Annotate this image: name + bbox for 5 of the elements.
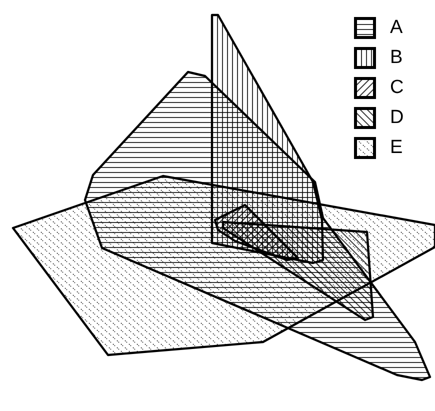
legend-label: D — [390, 108, 404, 128]
legend-label: C — [390, 78, 404, 98]
legend-label: B — [390, 48, 403, 68]
legend-label: A — [390, 18, 403, 38]
legend-label: E — [390, 138, 403, 158]
